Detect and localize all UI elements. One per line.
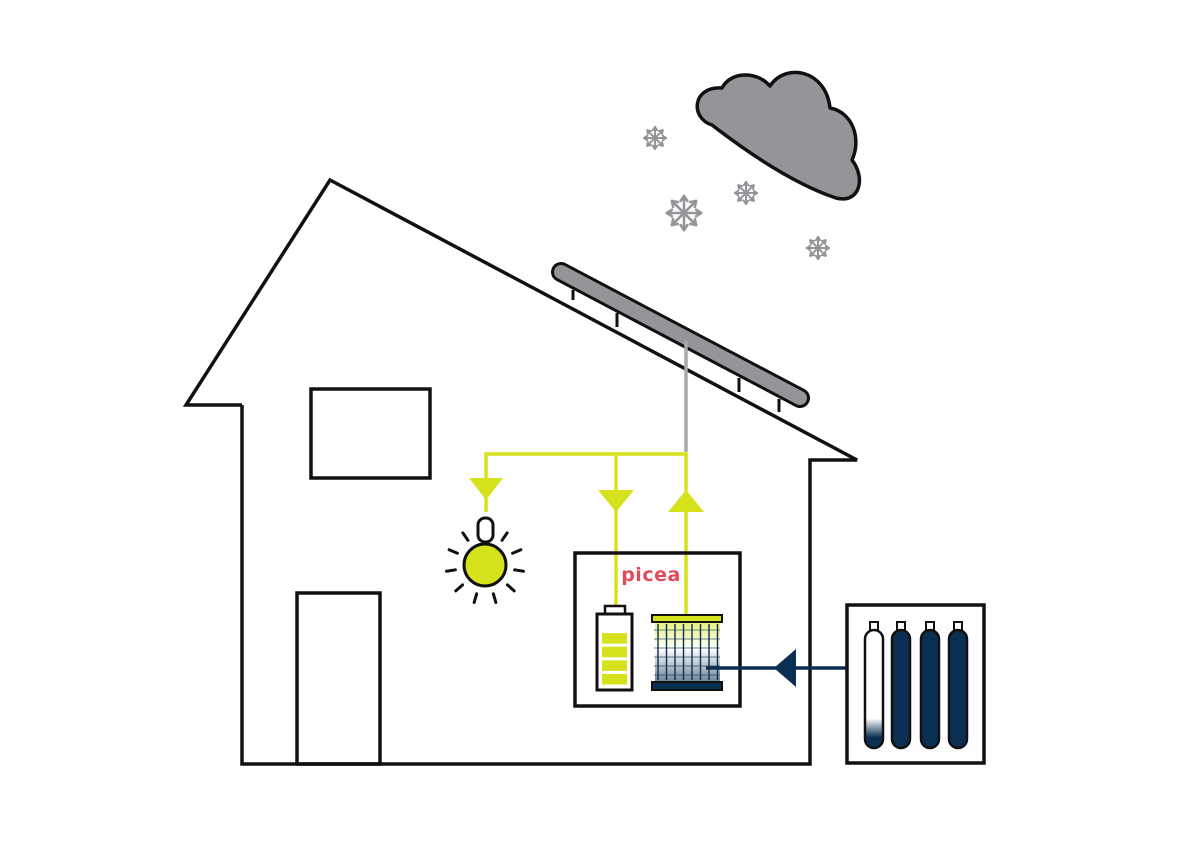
hydrogen-tank-icon bbox=[863, 621, 969, 750]
house-door bbox=[295, 591, 382, 766]
house-window bbox=[309, 387, 432, 480]
snowflake-icon bbox=[806, 236, 830, 260]
hydrogen-tank bbox=[919, 621, 941, 750]
snowflake-icon bbox=[734, 181, 758, 205]
hydrogen-storage-box bbox=[845, 603, 986, 765]
solar-panel bbox=[551, 262, 810, 452]
hydrogen-tank bbox=[947, 621, 969, 750]
hydrogen-flow-arrow bbox=[774, 649, 796, 687]
electrolyser-icon bbox=[651, 614, 723, 691]
snowfall bbox=[643, 126, 830, 260]
solar-panel-surface bbox=[554, 265, 807, 405]
flow-arrow-to-battery bbox=[598, 490, 634, 512]
energy-wiring bbox=[484, 452, 688, 620]
hydrogen-tank bbox=[890, 621, 912, 750]
snow-cloud-icon bbox=[695, 70, 862, 201]
snowflake-icon bbox=[665, 194, 703, 232]
light-bulb-icon bbox=[445, 516, 525, 604]
snowflake-icon bbox=[643, 126, 667, 150]
house bbox=[182, 177, 858, 766]
storage-system-box bbox=[573, 551, 742, 708]
flow-arrow-from-electrolyser bbox=[668, 490, 704, 512]
flow-arrow-to-lamp bbox=[469, 478, 503, 500]
house-outline bbox=[182, 177, 858, 766]
hydrogen-tank bbox=[863, 621, 885, 750]
brand-logo: picea bbox=[621, 564, 681, 586]
battery-icon bbox=[595, 604, 634, 692]
